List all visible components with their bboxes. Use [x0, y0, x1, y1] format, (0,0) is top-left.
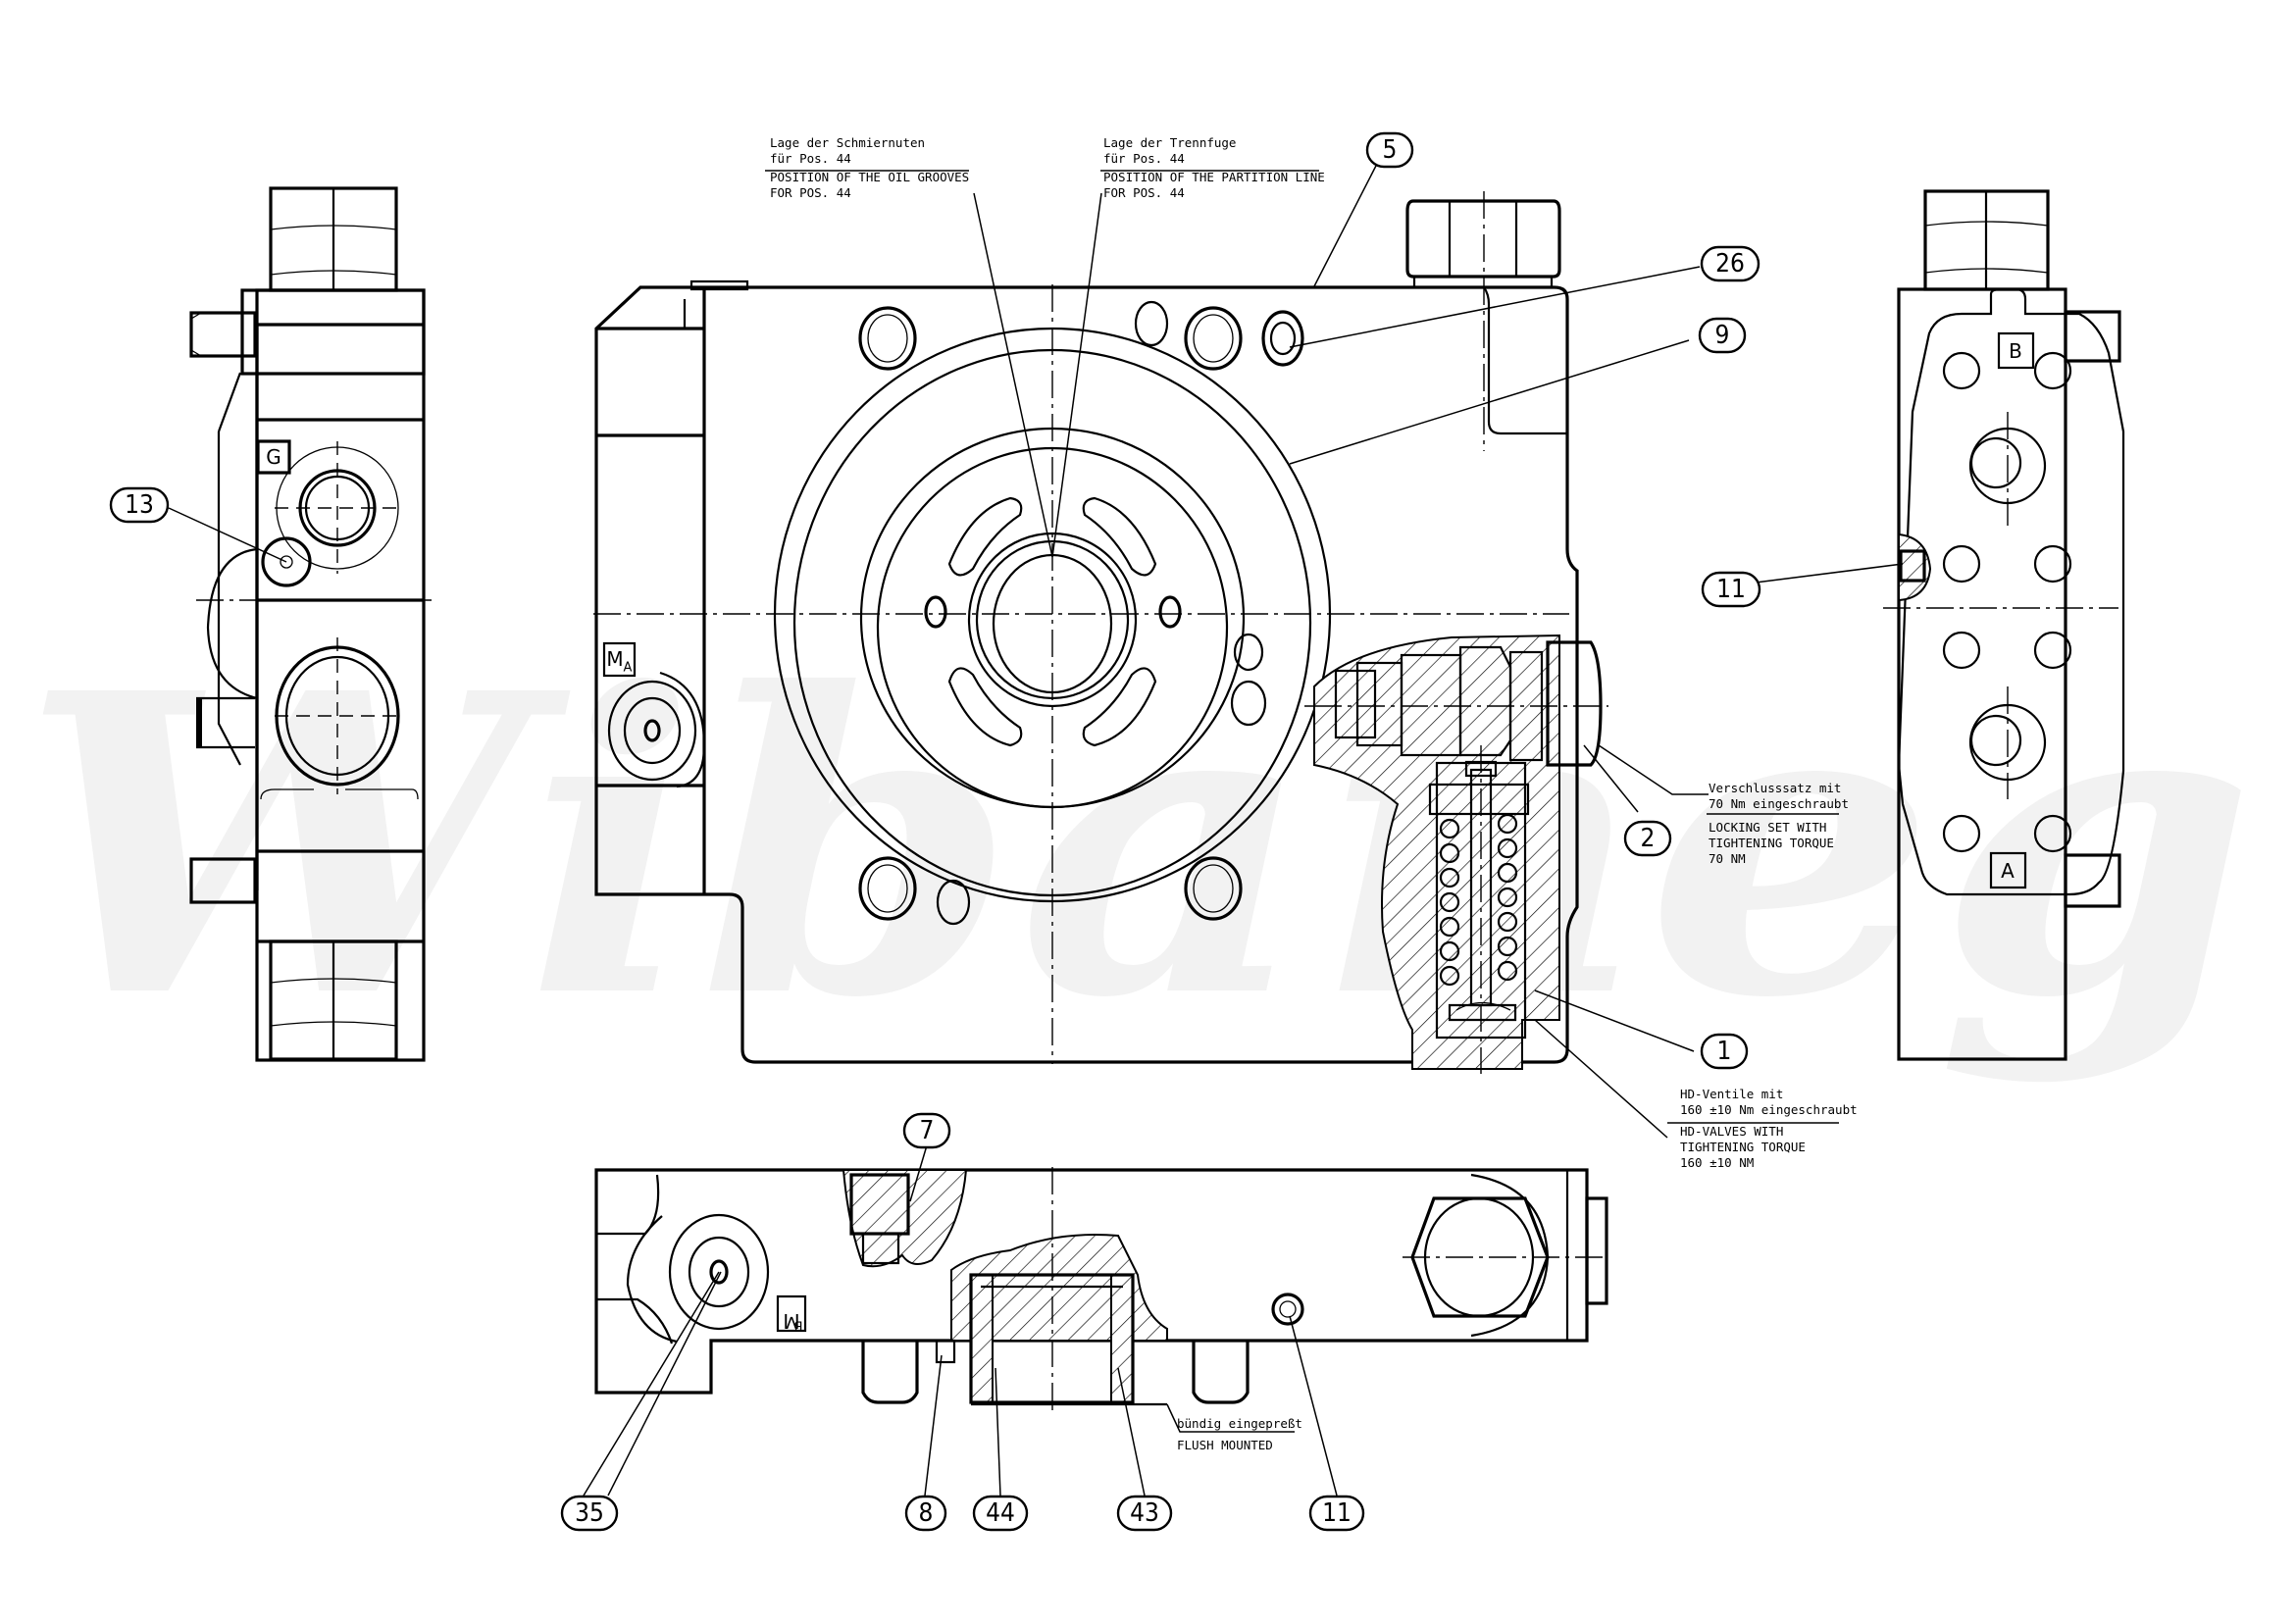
- balloon-26: 26: [1700, 245, 1760, 282]
- balloon-13-label: 13: [125, 490, 154, 520]
- note-hd-de-2: 160 ±10 Nm eingeschraubt: [1680, 1102, 1858, 1117]
- note-flush-en: FLUSH MOUNTED: [1177, 1438, 1273, 1452]
- note-locking-en-3: 70 NM: [1709, 851, 1746, 866]
- port-label-mb-box: [776, 1294, 807, 1333]
- port-label-b: B: [2009, 339, 2022, 363]
- port-label-g-box: [256, 439, 291, 475]
- balloon-44-label: 44: [986, 1498, 1015, 1528]
- port-label-ma-box: [602, 641, 637, 678]
- note-partition-en-1: POSITION OF THE PARTITION LINE: [1103, 170, 1325, 184]
- balloon-11-right-label: 11: [1716, 575, 1746, 604]
- balloon-26-label: 26: [1715, 249, 1745, 279]
- watermark: Wibaneg: [20, 605, 2256, 1089]
- note-partition-line: Lage der Trennfuge für Pos. 44 POSITION …: [1103, 135, 1325, 200]
- kidney-slot: [947, 496, 1023, 577]
- note-locking-de-1: Verschlusssatz mit: [1709, 781, 1841, 795]
- balloon-2-label: 2: [1641, 824, 1656, 853]
- balloon-8-label: 8: [919, 1498, 934, 1528]
- note-hd-en-1: HD-VALVES WITH: [1680, 1124, 1783, 1139]
- note-partition-de-2: für Pos. 44: [1103, 151, 1185, 166]
- right-side-view: B A: [1883, 189, 2125, 1061]
- port-label-ma-sub: A: [624, 661, 633, 676]
- balloon-1: 1: [1700, 1033, 1749, 1070]
- front-main-view: M A: [593, 191, 1579, 1064]
- balloon-5-label: 5: [1383, 135, 1398, 165]
- balloon-8: 8: [904, 1495, 947, 1532]
- note-hd-valves: HD-Ventile mit 160 ±10 Nm eingeschraubt …: [1680, 1087, 1858, 1170]
- note-locking-en-1: LOCKING SET WITH: [1709, 820, 1826, 835]
- note-hd-en-2: TIGHTENING TORQUE: [1680, 1140, 1806, 1154]
- leader-lines: [168, 163, 1904, 1497]
- balloon-43: 43: [1116, 1495, 1173, 1532]
- port-label-a-box: [1989, 851, 2027, 889]
- balloon-1-label: 1: [1717, 1037, 1732, 1066]
- note-oil-grooves: Lage der Schmiernuten für Pos. 44 POSITI…: [770, 135, 969, 200]
- balloon-11-bottom-label: 11: [1322, 1498, 1352, 1528]
- note-locking-set: Verschlusssatz mit 70 Nm eingeschraubt L…: [1707, 781, 1849, 866]
- note-oil-grooves-en-1: POSITION OF THE OIL GROOVES: [770, 170, 969, 184]
- balloon-7-label: 7: [920, 1116, 935, 1145]
- note-locking-en-2: TIGHTENING TORQUE: [1709, 836, 1834, 850]
- port-label-a: A: [2001, 859, 2015, 883]
- note-hd-en-3: 160 ±10 NM: [1680, 1155, 1754, 1170]
- balloon-11-bottom: 11: [1308, 1495, 1365, 1532]
- valve-section: [1313, 634, 1608, 1074]
- left-side-view: G: [189, 186, 432, 1062]
- balloon-2: 2: [1623, 820, 1672, 857]
- balloon-13: 13: [109, 486, 170, 524]
- balloon-9: 9: [1698, 317, 1747, 354]
- port-label-b-box: [1997, 331, 2035, 370]
- note-locking-de-2: 70 Nm eingeschraubt: [1709, 796, 1849, 811]
- note-oil-grooves-en-2: FOR POS. 44: [770, 185, 851, 200]
- balloon-35: 35: [560, 1495, 619, 1532]
- port-label-mb: M: [783, 1309, 799, 1333]
- note-partition-en-2: FOR POS. 44: [1103, 185, 1185, 200]
- balloon-11-right: 11: [1701, 571, 1761, 608]
- bottom-section-view: M B: [594, 1167, 1608, 1412]
- note-hd-de-1: HD-Ventile mit: [1680, 1087, 1783, 1101]
- port-label-mb-sub: B: [794, 1318, 803, 1333]
- balloon-43-label: 43: [1130, 1498, 1159, 1528]
- note-partition-de-1: Lage der Trennfuge: [1103, 135, 1236, 150]
- balloon-7: 7: [902, 1112, 951, 1149]
- balloon-5: 5: [1365, 131, 1414, 169]
- port-label-ma: M: [606, 647, 623, 671]
- spring: [1439, 813, 1518, 987]
- watermark-text: Wibaneg: [20, 605, 2256, 1089]
- note-oil-grooves-de-2: für Pos. 44: [770, 151, 851, 166]
- balloon-35-label: 35: [575, 1498, 604, 1528]
- note-oil-grooves-de-1: Lage der Schmiernuten: [770, 135, 925, 150]
- port-label-g: G: [266, 445, 281, 469]
- note-flush-de: bündig eingepreßt: [1177, 1416, 1302, 1431]
- balloon-44: 44: [972, 1495, 1029, 1532]
- balloon-9-label: 9: [1715, 321, 1730, 350]
- bolt-hole: [858, 306, 917, 371]
- note-flush-mounted: bündig eingepreßt FLUSH MOUNTED: [1177, 1416, 1302, 1452]
